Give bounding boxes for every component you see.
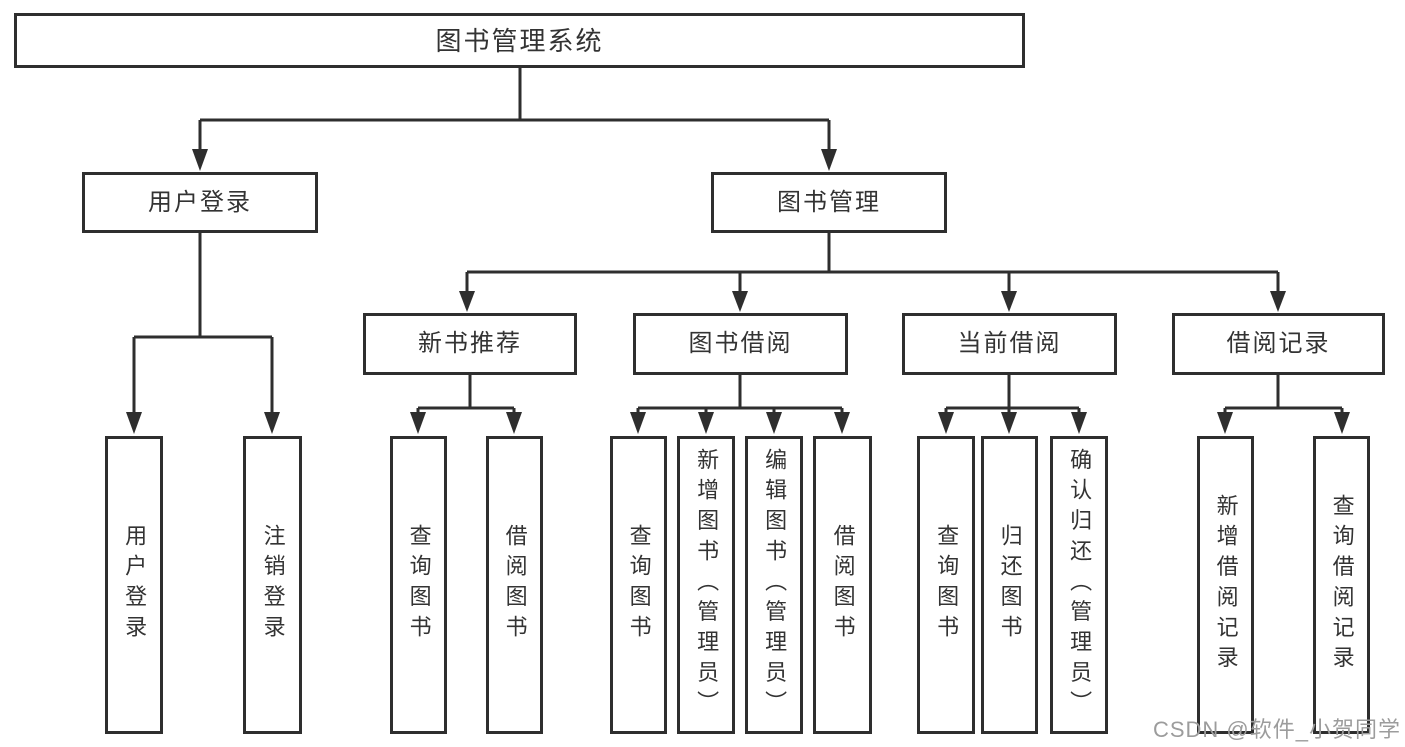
node-label: 查询图书 [934,524,960,646]
node-leaf-add-borrow-record: 新增借阅记录 [1197,436,1254,734]
arrowhead-down-icon [732,291,748,312]
node-label: 归还图书 [997,524,1023,646]
arrowhead-down-icon [1001,412,1017,434]
node-label: 借阅记录 [1226,330,1331,357]
node-leaf-add-book-admin: 新增图书（管理员） [677,436,735,734]
arrowhead-down-icon [410,412,426,434]
node-new-book-recommend: 新书推荐 [363,313,577,375]
node-label: 用户登录 [122,524,148,646]
node-label: 当前借阅 [957,330,1062,357]
edges-borrow-record [1217,375,1350,434]
arrowhead-down-icon [938,412,954,434]
edges-book-mgmt [459,233,1286,312]
arrowhead-down-icon [1001,291,1017,312]
node-leaf-query-book-2: 查询图书 [610,436,667,734]
edges-current-borrow [938,375,1087,434]
node-leaf-query-book-1: 查询图书 [390,436,447,734]
node-leaf-edit-book-admin: 编辑图书（管理员） [745,436,803,734]
node-label: 图书借阅 [688,330,793,357]
node-leaf-query-borrow-record: 查询借阅记录 [1313,436,1370,734]
node-leaf-return-book: 归还图书 [981,436,1038,734]
node-borrow-record: 借阅记录 [1172,313,1385,375]
node-leaf-user-login: 用户登录 [105,436,163,734]
node-label: 新增借阅记录 [1213,493,1239,677]
node-current-borrow: 当前借阅 [902,313,1117,375]
edges-new-book [410,375,522,434]
node-leaf-borrow-book-1: 借阅图书 [486,436,543,734]
arrowhead-down-icon [1334,412,1350,434]
node-label: 查询图书 [626,524,652,646]
arrowhead-down-icon [459,291,475,312]
arrowhead-down-icon [834,412,850,434]
arrowhead-down-icon [630,412,646,434]
arrowhead-down-icon [1071,412,1087,434]
arrowhead-down-icon [766,412,782,434]
node-label: 查询图书 [406,524,432,646]
node-label: 编辑图书（管理员） [762,448,788,722]
arrowhead-down-icon [264,412,280,434]
arrowhead-down-icon [821,149,837,171]
arrowhead-down-icon [126,412,142,434]
arrowhead-down-icon [192,149,208,171]
node-leaf-confirm-return-admin: 确认归还（管理员） [1050,436,1108,734]
node-label: 借阅图书 [830,524,856,646]
node-book-borrow: 图书借阅 [633,313,848,375]
arrowhead-down-icon [1270,291,1286,312]
edges-root [192,68,837,171]
node-book-management: 图书管理 [711,172,947,233]
node-user-login: 用户登录 [82,172,318,233]
edges-user-login [126,233,280,434]
node-leaf-logout-login: 注销登录 [243,436,302,734]
node-label: 新增图书（管理员） [694,448,720,722]
node-label: 查询借阅记录 [1329,493,1355,677]
node-label: 图书管理 [777,188,881,216]
arrowhead-down-icon [506,412,522,434]
node-label: 用户登录 [148,188,252,216]
node-label: 借阅图书 [502,524,528,646]
node-leaf-borrow-book-2: 借阅图书 [813,436,872,734]
node-leaf-query-book-3: 查询图书 [917,436,975,734]
node-label: 注销登录 [260,524,286,646]
node-library-management-system: 图书管理系统 [14,13,1025,68]
csdn-watermark: CSDN @软件_小贺同学 [1152,717,1401,742]
node-label: 新书推荐 [418,330,522,357]
arrowhead-down-icon [1217,412,1233,434]
arrowhead-down-icon [698,412,714,434]
node-label: 确认归还（管理员） [1067,448,1093,722]
edges-book-borrow [630,375,850,434]
node-label: 图书管理系统 [435,25,604,56]
